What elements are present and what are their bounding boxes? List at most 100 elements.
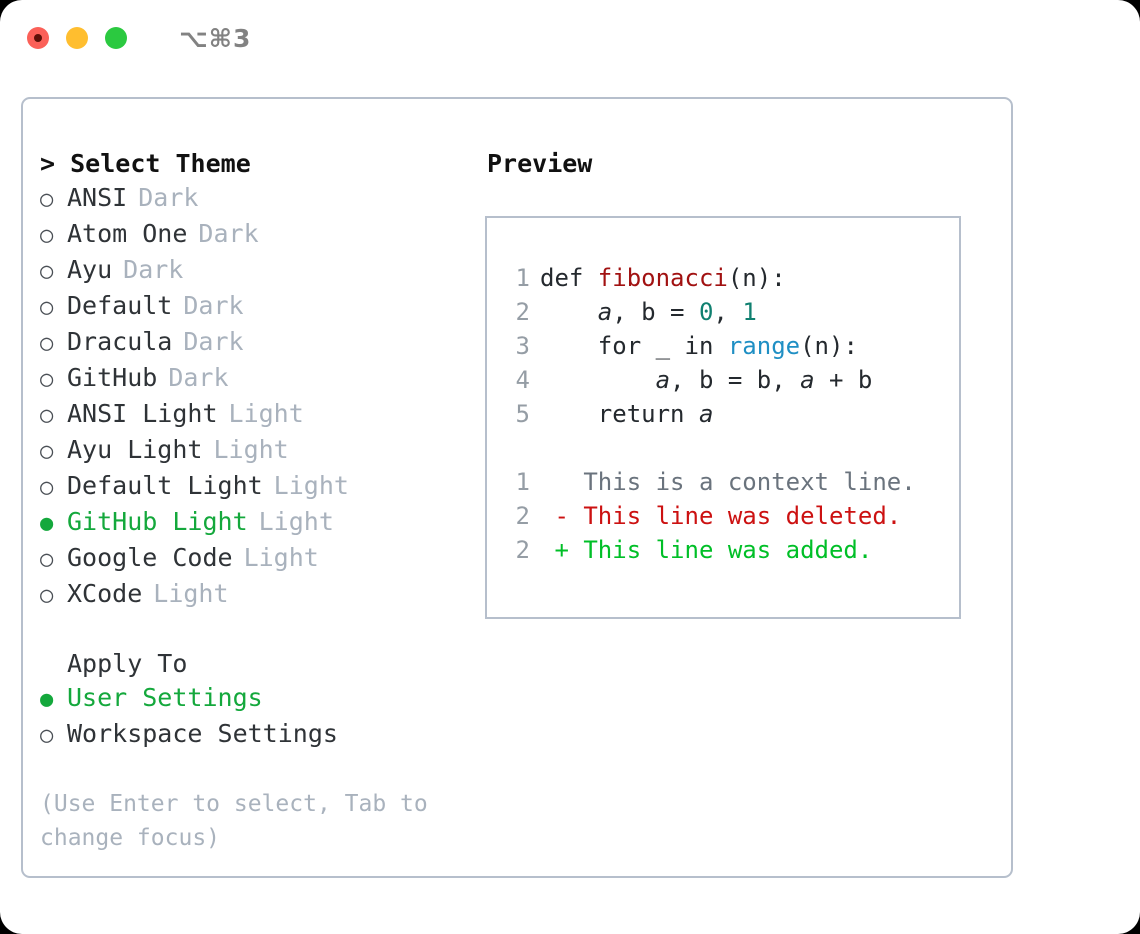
zoom-button[interactable] [105, 27, 127, 49]
diff-sample: 1 This is a context line.2 - This line w… [508, 465, 959, 567]
code-token-plain: , b = [612, 298, 699, 326]
theme-option-label: GitHub [67, 363, 158, 392]
theme-option-label: Default Light [67, 471, 263, 500]
select-theme-heading: > Select Theme [40, 147, 485, 181]
code-token-plain: def [540, 264, 598, 292]
diff-line-number: 2 [515, 536, 530, 564]
minimize-button[interactable] [66, 27, 88, 49]
theme-option-label: Google Code [67, 543, 233, 572]
diff-line-text: This is a context line. [540, 468, 916, 496]
theme-option-github-light[interactable]: ● GitHub Light Light [40, 505, 485, 541]
radio-unselected-icon: ○ [40, 475, 54, 500]
diff-line-added: 2 + This line was added. [508, 533, 959, 567]
apply-to-list: ● User Settings ○ Workspace Settings [40, 681, 485, 753]
diff-line-number: 1 [515, 468, 530, 496]
theme-option-tag: Light [273, 471, 349, 500]
theme-option-tag: Light [258, 507, 334, 536]
window-titlebar: ⌥⌘3 [0, 0, 1140, 76]
code-token-plain: , b = b, [670, 366, 801, 394]
theme-option-xcode[interactable]: ○ XCode Light [40, 577, 485, 613]
apply-to-option-label: User Settings [67, 683, 263, 712]
code-line: 5 return a [508, 397, 959, 431]
radio-unselected-icon: ○ [40, 439, 54, 464]
code-token-var: a [597, 298, 613, 326]
apply-to-option-workspace-settings[interactable]: ○ Workspace Settings [40, 717, 485, 753]
radio-unselected-icon: ○ [40, 583, 54, 608]
radio-selected-icon: ● [40, 687, 54, 712]
code-token-var: a [655, 366, 671, 394]
theme-option-label: ANSI [67, 183, 128, 212]
theme-option-label: GitHub Light [67, 507, 248, 536]
code-token-plain [540, 366, 656, 394]
radio-unselected-icon: ○ [40, 331, 54, 356]
code-token-plain [540, 298, 598, 326]
code-token-call: range [727, 332, 801, 360]
apply-to-option-label: Workspace Settings [67, 719, 338, 748]
radio-unselected-icon: ○ [40, 723, 54, 748]
diff-line-context: 1 This is a context line. [508, 465, 959, 499]
code-line-number: 3 [515, 332, 530, 360]
heading-caret-icon: > [40, 149, 56, 178]
keyboard-hint-text: (Use Enter to select, Tab to change focu… [40, 791, 428, 851]
code-diff-spacer [508, 431, 959, 465]
close-button[interactable] [27, 27, 49, 49]
theme-option-tag: Dark [183, 291, 244, 320]
theme-option-label: Ayu [67, 255, 113, 284]
theme-option-default-light[interactable]: ○ Default Light Light [40, 469, 485, 505]
code-token-num: 0 [698, 298, 714, 326]
preview-heading: Preview [487, 149, 593, 178]
theme-option-tag: Light [228, 399, 304, 428]
theme-option-ayu[interactable]: ○ Ayu Dark [40, 253, 485, 289]
theme-option-label: Ayu Light [67, 435, 203, 464]
theme-option-tag: Dark [183, 327, 244, 356]
code-line-number: 2 [515, 298, 530, 326]
diff-line-deleted: 2 - This line was deleted. [508, 499, 959, 533]
traffic-lights [27, 27, 127, 49]
diff-line-text: + This line was added. [540, 536, 873, 564]
theme-option-label: XCode [67, 579, 143, 608]
select-theme-heading-text: Select Theme [70, 149, 251, 178]
code-token-plain: for _ in [540, 332, 728, 360]
theme-option-tag: Dark [198, 219, 259, 248]
radio-unselected-icon: ○ [40, 403, 54, 428]
theme-option-tag: Light [243, 543, 319, 572]
theme-option-tag: Light [153, 579, 229, 608]
code-line: 3 for _ in range(n): [508, 329, 959, 363]
code-line: 4 a, b = b, a + b [508, 363, 959, 397]
apply-to-option-user-settings[interactable]: ● User Settings [40, 681, 485, 717]
theme-option-ayu-light[interactable]: ○ Ayu Light Light [40, 433, 485, 469]
theme-option-tag: Dark [168, 363, 229, 392]
radio-unselected-icon: ○ [40, 547, 54, 572]
code-line-number: 5 [515, 400, 530, 428]
radio-selected-icon: ● [40, 511, 54, 536]
diff-line-number: 2 [515, 502, 530, 530]
theme-option-google-code[interactable]: ○ Google Code Light [40, 541, 485, 577]
keyboard-shortcut-label: ⌥⌘3 [179, 23, 252, 53]
radio-unselected-icon: ○ [40, 295, 54, 320]
theme-option-tag: Dark [123, 255, 184, 284]
code-token-fn: fibonacci [597, 264, 728, 292]
list-spacer [40, 613, 485, 647]
radio-unselected-icon: ○ [40, 259, 54, 284]
code-line: 2 a, b = 0, 1 [508, 295, 959, 329]
code-token-plain: return [540, 400, 699, 428]
radio-unselected-icon: ○ [40, 187, 54, 212]
theme-option-tag: Light [213, 435, 289, 464]
code-token-plain: + b [814, 366, 873, 394]
diff-line-text: - This line was deleted. [540, 502, 902, 530]
code-line-number: 1 [515, 264, 530, 292]
